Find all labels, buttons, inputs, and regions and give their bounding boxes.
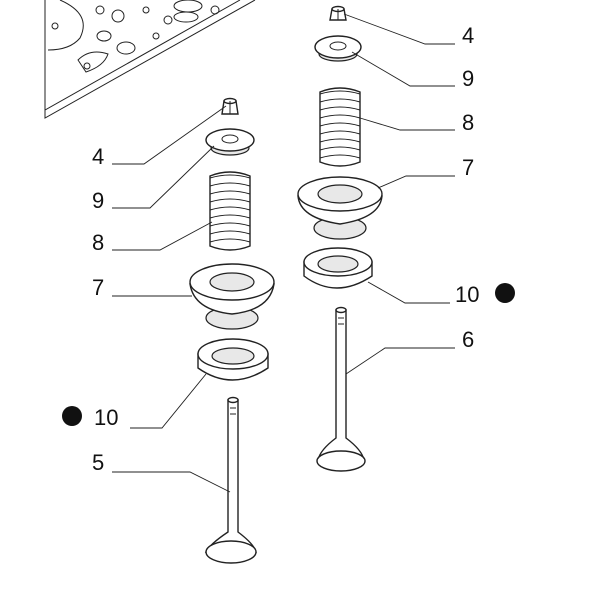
- callout-left-9: 9: [92, 188, 104, 213]
- callout-right-6: 6: [462, 327, 474, 352]
- callout-labels: 4 9 8 7 10 6 4 9 8 7 10 5: [62, 23, 515, 475]
- cylinder-head-gasket: [44, 0, 256, 119]
- callout-left-5: 5: [92, 450, 104, 475]
- left-valve-assembly: [189, 97, 275, 564]
- valve-stem-seal-left: [197, 338, 269, 381]
- valve-spring-left: [209, 171, 251, 251]
- right-valve-assembly: [297, 5, 383, 472]
- callout-right-8: 8: [462, 110, 474, 135]
- lower-spring-seat-right: [297, 176, 383, 240]
- valve-stem-seal-right: [303, 247, 373, 289]
- callout-left-8: 8: [92, 230, 104, 255]
- callout-right-4: 4: [462, 23, 474, 48]
- callout-left-10: 10: [94, 405, 118, 430]
- valve-right: [316, 306, 366, 472]
- valve-collet-right: [329, 5, 347, 21]
- upper-spring-retainer-left: [205, 128, 255, 156]
- callout-right-7: 7: [462, 155, 474, 180]
- valve-collet-left: [221, 97, 239, 115]
- upper-spring-retainer-right: [314, 35, 362, 62]
- callout-right-10: 10: [455, 282, 479, 307]
- valve-spring-right: [319, 87, 361, 167]
- bullet-marker-right: [495, 283, 515, 303]
- bullet-marker-left: [62, 406, 82, 426]
- valve-left: [204, 396, 257, 564]
- callout-left-4: 4: [92, 144, 104, 169]
- lower-spring-seat-left: [189, 263, 275, 330]
- callout-right-9: 9: [462, 66, 474, 91]
- callout-left-7: 7: [92, 275, 104, 300]
- leader-lines: [112, 13, 455, 493]
